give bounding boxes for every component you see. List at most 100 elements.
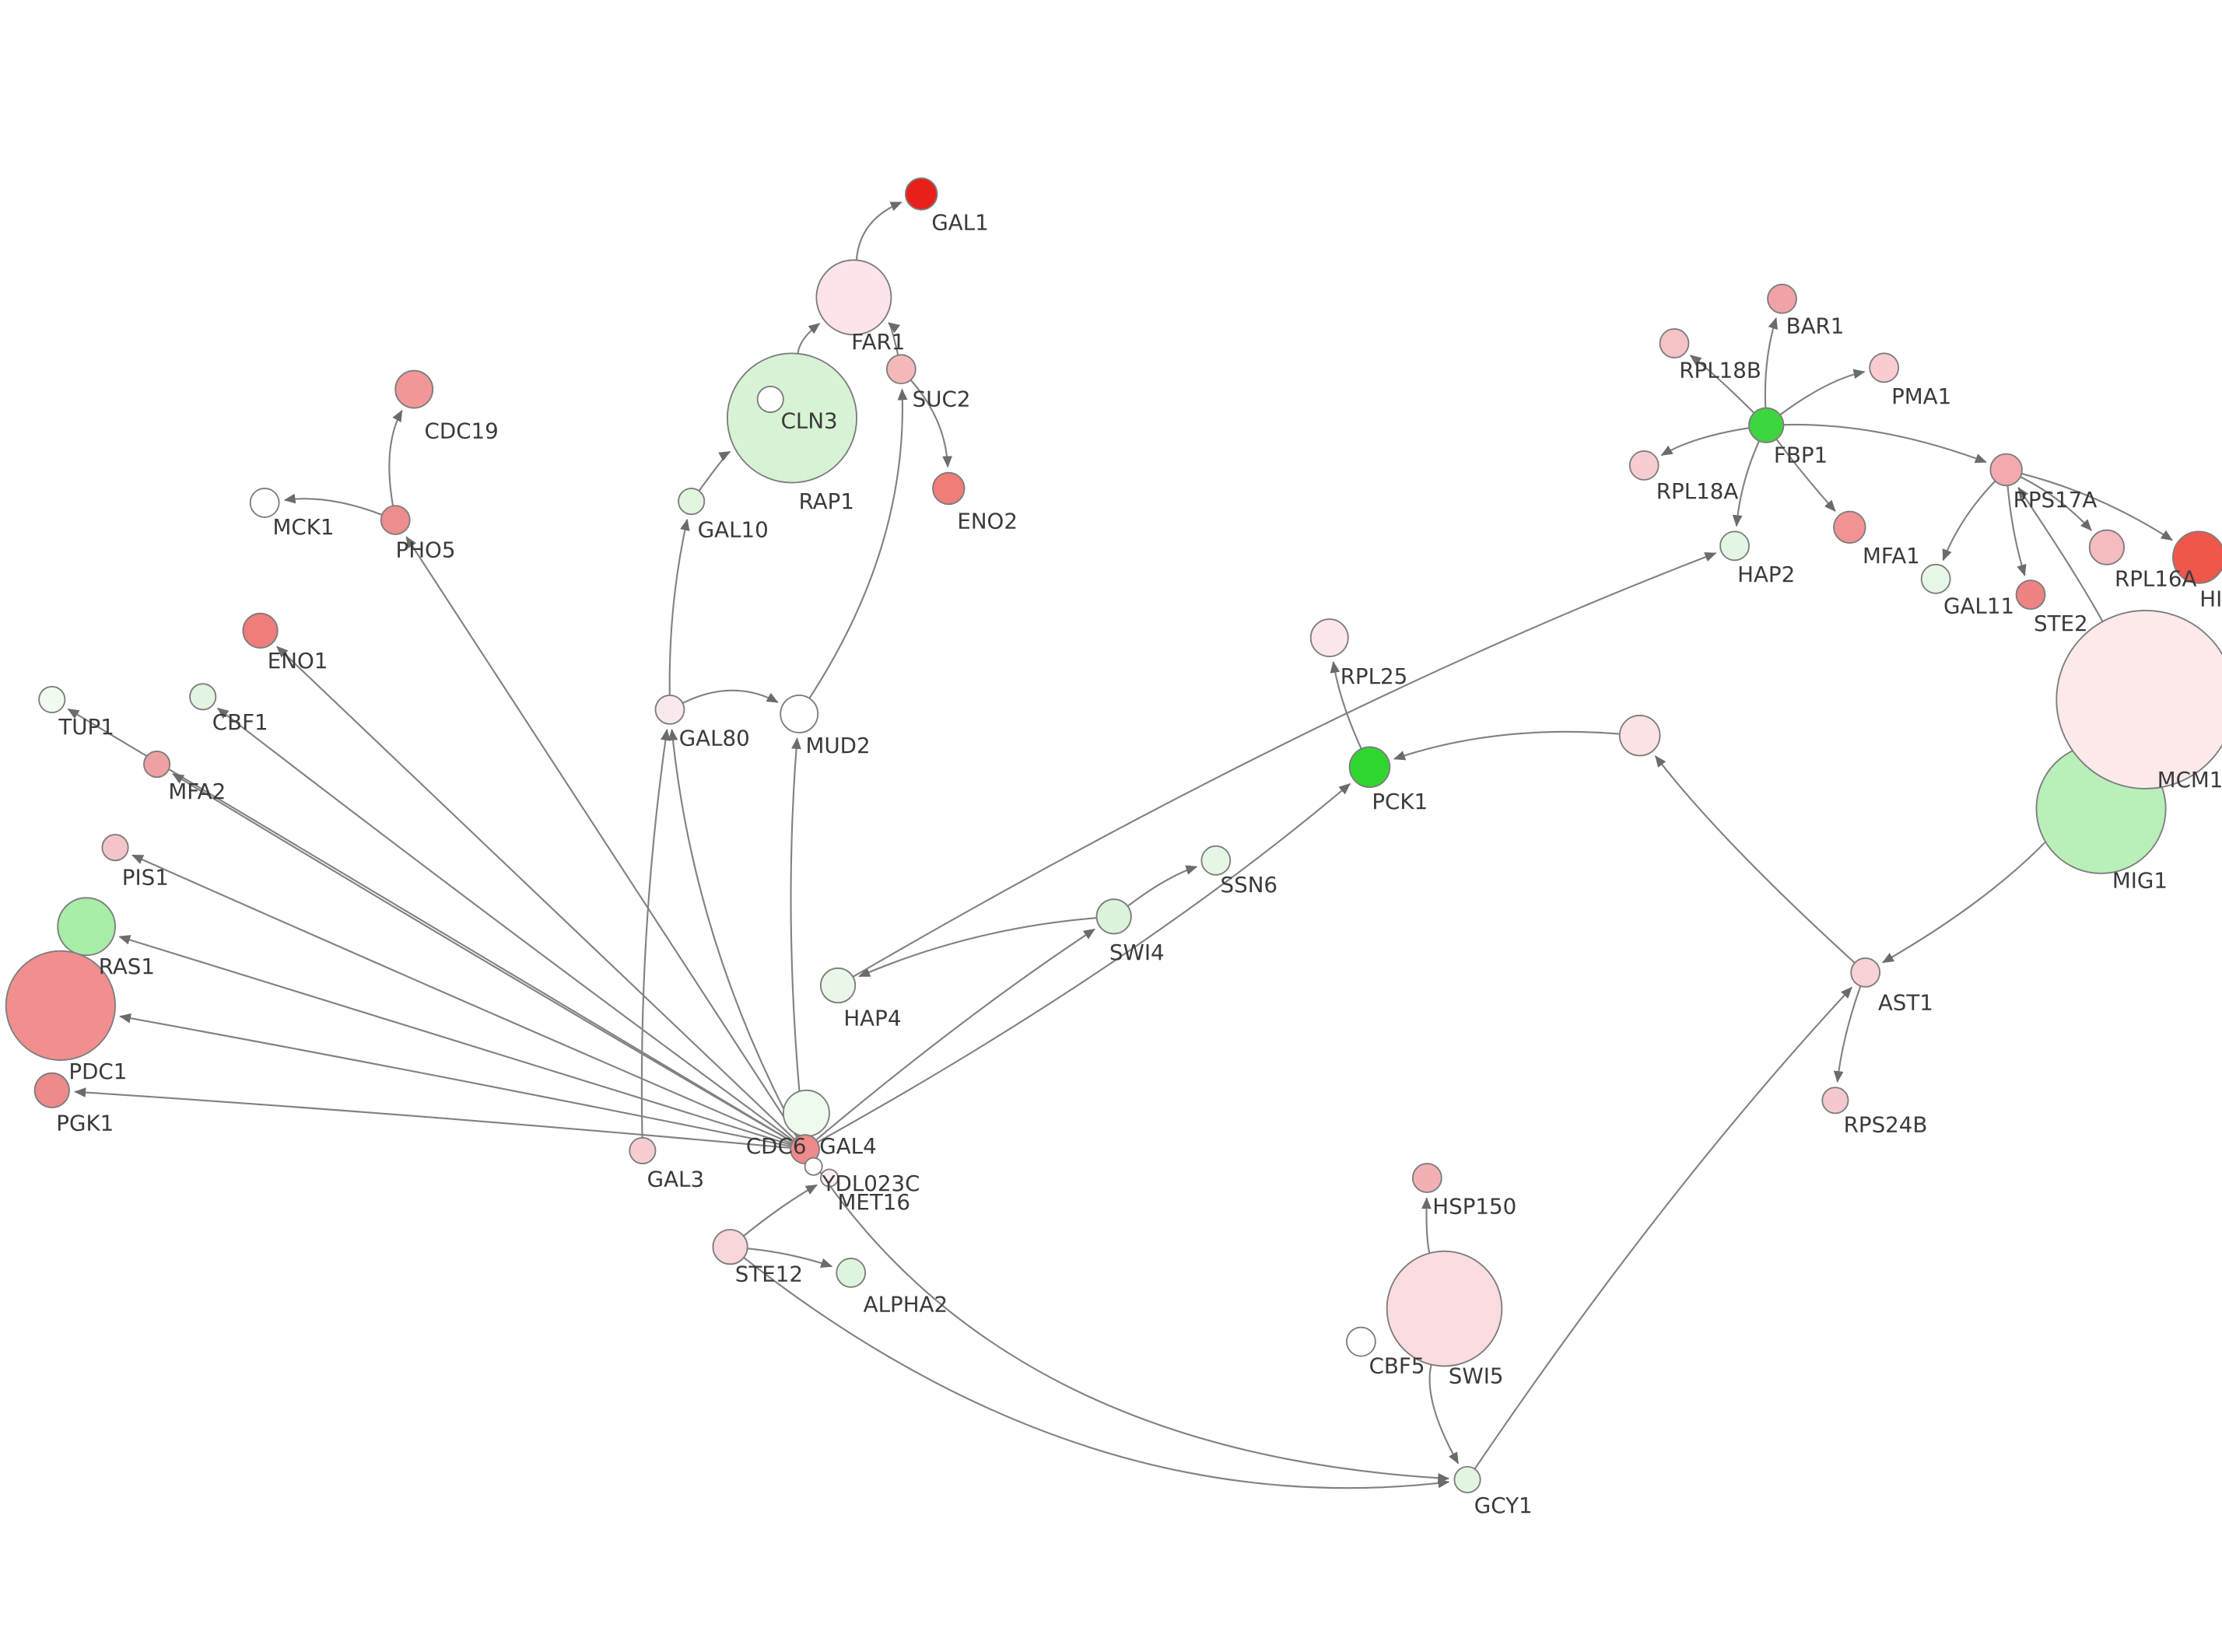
node-alpha2[interactable] — [836, 1258, 867, 1288]
node-ste2[interactable] — [2015, 579, 2046, 611]
node-ydl023c[interactable] — [804, 1157, 823, 1176]
edge-rps17a-gal11[interactable] — [1942, 480, 1996, 562]
node-rpl18b[interactable] — [1659, 328, 1690, 359]
edge-fbp1-hap2[interactable] — [1732, 440, 1761, 527]
edge-swi5-gcy1[interactable] — [1428, 1364, 1460, 1465]
node-hap2[interactable] — [1719, 530, 1750, 562]
node-gal11[interactable] — [1920, 563, 1951, 594]
node-mcm1[interactable] — [2056, 610, 2222, 789]
node-ste12[interactable] — [712, 1229, 748, 1265]
node-suc2[interactable] — [885, 354, 916, 385]
node-bar1[interactable] — [1767, 283, 1797, 314]
node-mfa1[interactable] — [1833, 510, 1866, 544]
node-far1[interactable] — [815, 259, 892, 336]
node-pis1[interactable] — [101, 834, 129, 862]
node-eno2[interactable] — [932, 471, 966, 506]
edge-gal4-cbf1[interactable] — [216, 707, 794, 1142]
node-cln3[interactable] — [726, 352, 858, 484]
edge-gal4-mfa2[interactable] — [172, 773, 794, 1143]
node-rpl25[interactable] — [1309, 618, 1349, 657]
edge-pho5-mck1[interactable] — [283, 493, 383, 516]
edge-gal4-mud2[interactable] — [790, 737, 804, 1136]
node-mud2[interactable] — [780, 695, 819, 733]
node-tup1[interactable] — [38, 685, 66, 714]
edge-fbp1-rpl18b[interactable] — [1689, 355, 1755, 414]
edge-gal80-mud2[interactable] — [682, 689, 779, 705]
edge-hap4-hap2[interactable] — [852, 552, 1717, 978]
node-mck1[interactable] — [249, 488, 280, 518]
edge-fbp1-rpl18a[interactable] — [1660, 427, 1750, 457]
node-rpl16a[interactable] — [2088, 529, 2126, 565]
edge-rps17a-ste2[interactable] — [2006, 485, 2027, 576]
node-gal3[interactable] — [629, 1136, 657, 1164]
edge-pck1-rpl25[interactable] — [1330, 661, 1362, 750]
node-ssn6[interactable] — [1200, 845, 1232, 876]
node-cbf5[interactable] — [1345, 1326, 1376, 1357]
node-pdc1[interactable] — [5, 950, 116, 1061]
node-cbf1[interactable] — [189, 683, 217, 711]
edge-gal4-tup1[interactable] — [67, 708, 794, 1143]
node-mfa2[interactable] — [143, 751, 171, 779]
edge-cln3-far1[interactable] — [797, 323, 821, 354]
edge-ast1-rps24b[interactable] — [1833, 985, 1862, 1083]
edge-gal4-pho5[interactable] — [405, 536, 798, 1138]
node-pck1[interactable] — [1348, 746, 1391, 789]
edge-mud2-suc2[interactable] — [808, 388, 908, 699]
node-gal1[interactable] — [904, 177, 938, 211]
edge-gal4-eno1[interactable] — [276, 646, 796, 1140]
edge-gcy1-ast1[interactable] — [1474, 986, 1852, 1470]
node-pgk1[interactable] — [33, 1072, 70, 1108]
node-his4[interactable] — [2171, 530, 2222, 584]
node-pma1[interactable] — [1869, 352, 1900, 383]
edge-swi4-hap4[interactable] — [858, 917, 1097, 978]
node-eno1[interactable] — [242, 612, 279, 649]
node-rap1[interactable] — [756, 385, 784, 413]
edge-swi4-ssn6[interactable] — [1127, 865, 1198, 907]
edge-gal4-gal80[interactable] — [668, 729, 799, 1137]
node-hap4[interactable] — [819, 967, 857, 1004]
node-met16[interactable] — [819, 1168, 839, 1188]
node-ras1[interactable] — [57, 897, 116, 957]
edge-gal4-gcy1[interactable] — [811, 1160, 1450, 1483]
edge-fbp1-pma1[interactable] — [1779, 369, 1866, 416]
edge-gal4-ras1[interactable] — [118, 935, 792, 1146]
node-cdc6[interactable] — [782, 1089, 830, 1137]
edge-far1-gal1[interactable] — [855, 201, 902, 261]
node-gal80[interactable] — [654, 695, 685, 725]
edge-rps17a-rpl16a[interactable] — [2020, 476, 2092, 531]
edge-ast1-unnamed[interactable] — [1654, 755, 1856, 964]
edge-mcm1-rps17a[interactable] — [2017, 486, 2104, 622]
node-cdc19[interactable] — [394, 369, 434, 409]
node-fbp1[interactable] — [1748, 407, 1785, 443]
node-ast1[interactable] — [1850, 957, 1881, 988]
edge-fbp1-rps17a[interactable] — [1783, 423, 1987, 464]
edge-gal4-pis1[interactable] — [131, 854, 793, 1145]
edge-gal4-pgk1[interactable] — [74, 1087, 791, 1149]
edge-suc2-eno2[interactable] — [909, 379, 952, 468]
edge-swi5-hsp150[interactable] — [1421, 1197, 1432, 1254]
node-gcy1[interactable] — [1453, 1465, 1481, 1493]
edge-ste12-alpha2[interactable] — [747, 1248, 833, 1268]
edge-ste12-met16[interactable] — [743, 1184, 818, 1237]
edge-ste12-gcy1[interactable] — [743, 1256, 1450, 1489]
edge-fbp1-bar1[interactable] — [1764, 317, 1778, 408]
edge-gal4-pck1[interactable] — [817, 782, 1351, 1143]
edge-gal3-gal80[interactable] — [640, 729, 671, 1138]
node-pho5[interactable] — [380, 505, 411, 535]
edge-gal10-cln3[interactable] — [698, 450, 731, 492]
edge-rps17a-his4[interactable] — [2021, 472, 2173, 541]
node-unnamed[interactable] — [1618, 714, 1661, 757]
edge-fbp1-mfa1[interactable] — [1775, 438, 1836, 512]
node-gal10[interactable] — [678, 488, 706, 516]
node-rps24b[interactable] — [1821, 1087, 1849, 1115]
edge-gal4-swi4[interactable] — [815, 928, 1095, 1141]
node-rpl18a[interactable] — [1628, 450, 1659, 481]
node-swi4[interactable] — [1095, 898, 1132, 935]
edge-gal80-gal10[interactable] — [668, 519, 690, 695]
edge-unnamed-pck1[interactable] — [1393, 730, 1620, 761]
edge-pho5-cdc19[interactable] — [388, 409, 403, 506]
node-swi5[interactable] — [1386, 1250, 1503, 1367]
node-rps17a[interactable] — [1989, 453, 2023, 487]
